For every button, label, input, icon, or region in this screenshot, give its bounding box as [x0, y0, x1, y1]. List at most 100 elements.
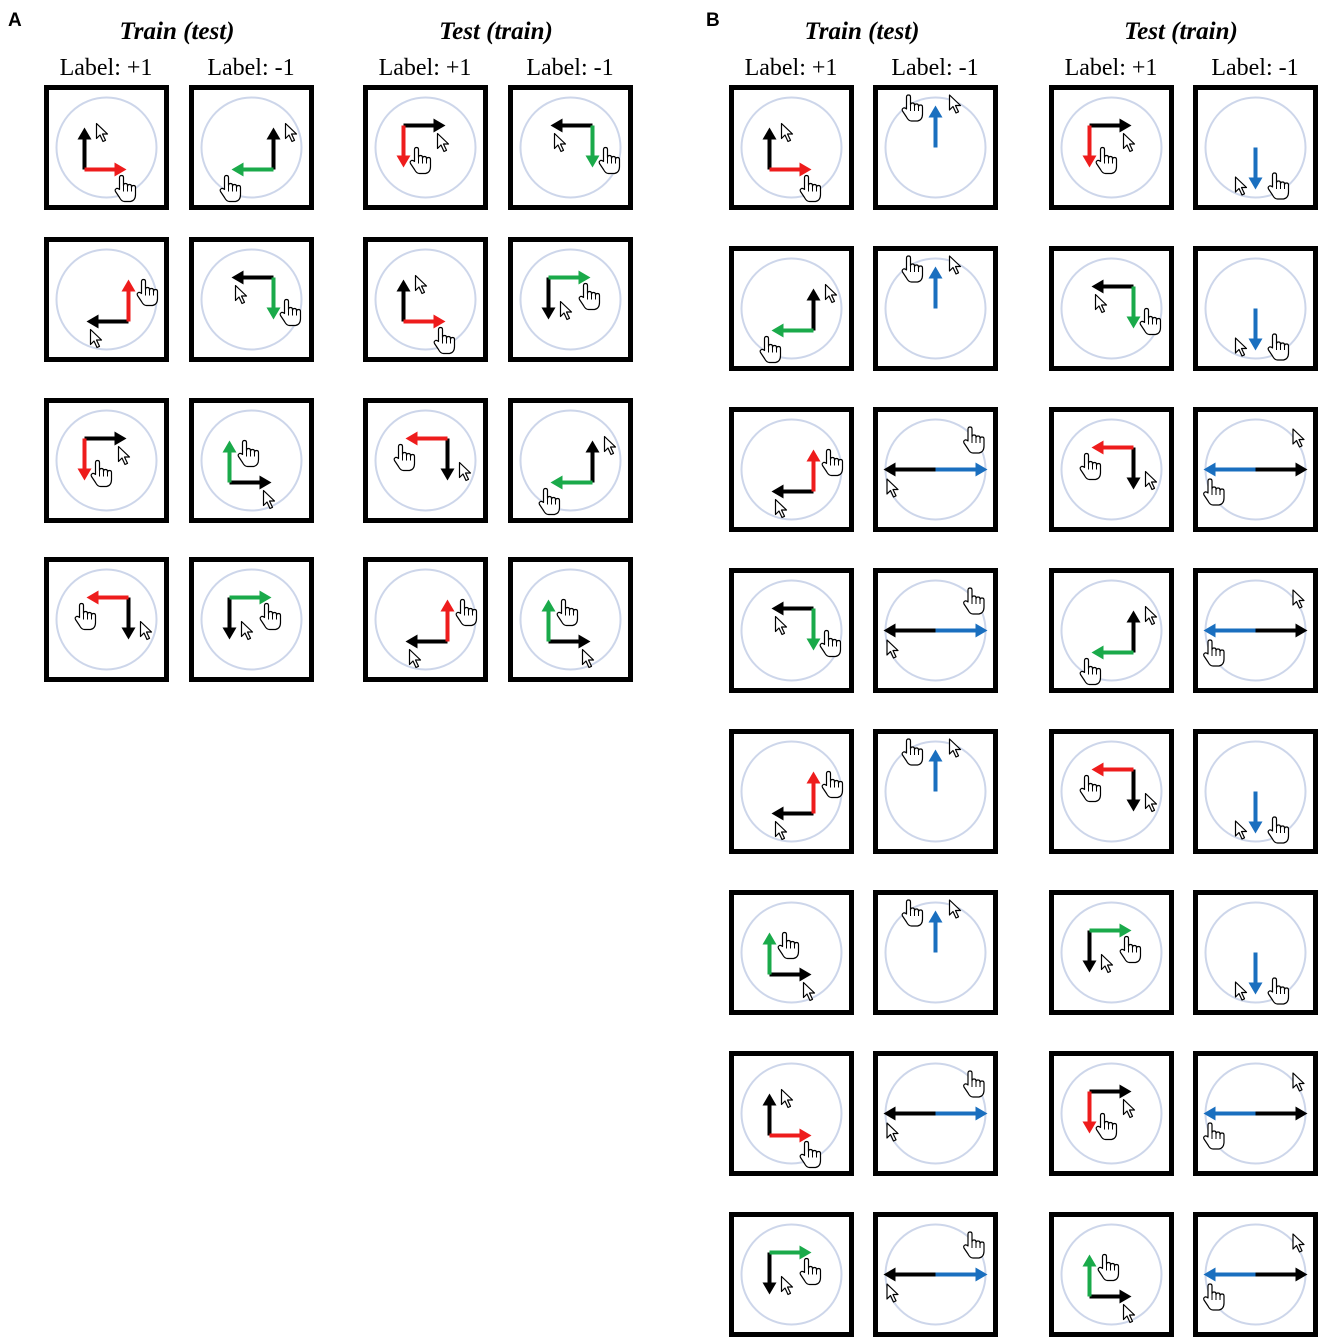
- arrow-cursor-icon: [581, 648, 595, 669]
- pointing-hand-icon: [219, 174, 242, 203]
- example-cell: [1049, 729, 1174, 854]
- blue-arrow: [928, 749, 943, 792]
- column-label: Label: -1: [207, 55, 295, 81]
- pointing-hand-icon: [1119, 935, 1142, 964]
- guide-circle: [884, 257, 987, 360]
- pointing-hand-icon: [556, 598, 579, 627]
- guide-circle: [740, 1223, 843, 1326]
- example-cell: [729, 1212, 854, 1337]
- arrow-cursor-icon: [1292, 1233, 1305, 1253]
- guide-circle: [200, 568, 303, 671]
- example-cell: [873, 568, 998, 693]
- pointing-hand-icon: [1203, 1122, 1225, 1150]
- green-arrow: [769, 1245, 812, 1260]
- blue-arrow: [1248, 952, 1263, 995]
- arrow-cursor-icon: [948, 255, 962, 275]
- guide-circle: [519, 248, 622, 351]
- group-title: Test (train): [439, 18, 553, 45]
- example-cell: [873, 85, 998, 210]
- pointing-hand-icon: [1097, 1253, 1120, 1282]
- black-arrow: [1089, 1289, 1132, 1304]
- frame: [729, 246, 854, 371]
- example-cell: [1049, 568, 1174, 693]
- guide-circle: [1060, 579, 1163, 682]
- red-arrow: [1091, 762, 1134, 777]
- red-arrow: [77, 438, 92, 481]
- column-label: Label: -1: [526, 55, 614, 81]
- column-label: Label: -1: [1211, 55, 1299, 81]
- black-arrow: [1082, 930, 1097, 973]
- pointing-hand-icon: [1267, 977, 1290, 1005]
- frame: [363, 85, 488, 210]
- black-arrow: [440, 438, 455, 481]
- black-arrow: [585, 440, 600, 483]
- group-title: Train (test): [804, 18, 920, 45]
- guide-circle: [884, 740, 987, 843]
- pointing-hand-icon: [1095, 1112, 1118, 1141]
- column-label: Label: +1: [744, 55, 838, 81]
- pointing-hand-icon: [799, 1257, 822, 1286]
- example-cell: [729, 407, 854, 532]
- black-arrow: [548, 634, 591, 649]
- example-cell: [873, 246, 998, 371]
- black-arrow: [771, 601, 814, 616]
- pointing-hand-icon: [1267, 172, 1290, 200]
- frame: [363, 398, 488, 523]
- red-arrow: [86, 590, 129, 605]
- blue-arrow: [1203, 462, 1256, 477]
- pointing-hand-icon: [963, 1231, 985, 1259]
- example-cell: [363, 557, 488, 682]
- red-arrow: [1082, 1091, 1097, 1134]
- guide-circle: [519, 96, 622, 199]
- frame: [729, 85, 854, 210]
- green-arrow: [1091, 645, 1134, 660]
- arrow-cursor-icon: [1292, 428, 1305, 448]
- arrow-cursor-icon: [1144, 792, 1158, 813]
- guide-circle: [884, 901, 987, 1004]
- example-cell: [1049, 246, 1174, 371]
- blue-arrow: [1203, 1106, 1256, 1121]
- pointing-hand-icon: [821, 448, 844, 477]
- green-arrow: [585, 125, 600, 168]
- arrow-cursor-icon: [1122, 132, 1136, 153]
- pointing-hand-icon: [963, 587, 985, 615]
- green-arrow: [548, 270, 591, 285]
- arrow-cursor-icon: [1292, 1072, 1305, 1092]
- black-arrow: [550, 118, 593, 133]
- example-cell: [1193, 568, 1318, 693]
- example-cell: [1049, 407, 1174, 532]
- black-arrow: [769, 967, 812, 982]
- example-cell: [1193, 1212, 1318, 1337]
- black-arrow: [883, 462, 936, 477]
- arrow-cursor-icon: [780, 122, 794, 143]
- pointing-hand-icon: [1203, 478, 1225, 506]
- pointing-hand-icon: [963, 426, 985, 454]
- blue-arrow: [1248, 308, 1263, 351]
- pointing-hand-icon: [1267, 333, 1290, 361]
- arrow-cursor-icon: [139, 620, 153, 641]
- frame: [189, 557, 314, 682]
- example-cell: [1049, 85, 1174, 210]
- guide-circle: [1204, 257, 1307, 360]
- pointing-hand-icon: [777, 931, 800, 960]
- example-cell: [189, 557, 314, 682]
- group-title: Test (train): [1124, 18, 1238, 45]
- pointing-hand-icon: [1203, 1283, 1225, 1311]
- frame: [1049, 890, 1174, 1015]
- black-arrow: [1255, 462, 1308, 477]
- column-label: Label: +1: [59, 55, 153, 81]
- green-arrow: [266, 277, 281, 320]
- arrow-cursor-icon: [886, 639, 899, 659]
- pointing-hand-icon: [1095, 146, 1118, 175]
- blue-arrow: [935, 1267, 988, 1282]
- pointing-hand-icon: [578, 282, 601, 311]
- pointing-hand-icon: [74, 602, 97, 631]
- pointing-hand-icon: [901, 899, 924, 927]
- black-arrow: [84, 431, 127, 446]
- arrow-cursor-icon: [1234, 981, 1248, 1001]
- example-cell: [44, 85, 169, 210]
- black-arrow: [771, 806, 814, 821]
- guide-circle: [374, 409, 477, 512]
- example-cell: [729, 246, 854, 371]
- blue-arrow: [928, 266, 943, 309]
